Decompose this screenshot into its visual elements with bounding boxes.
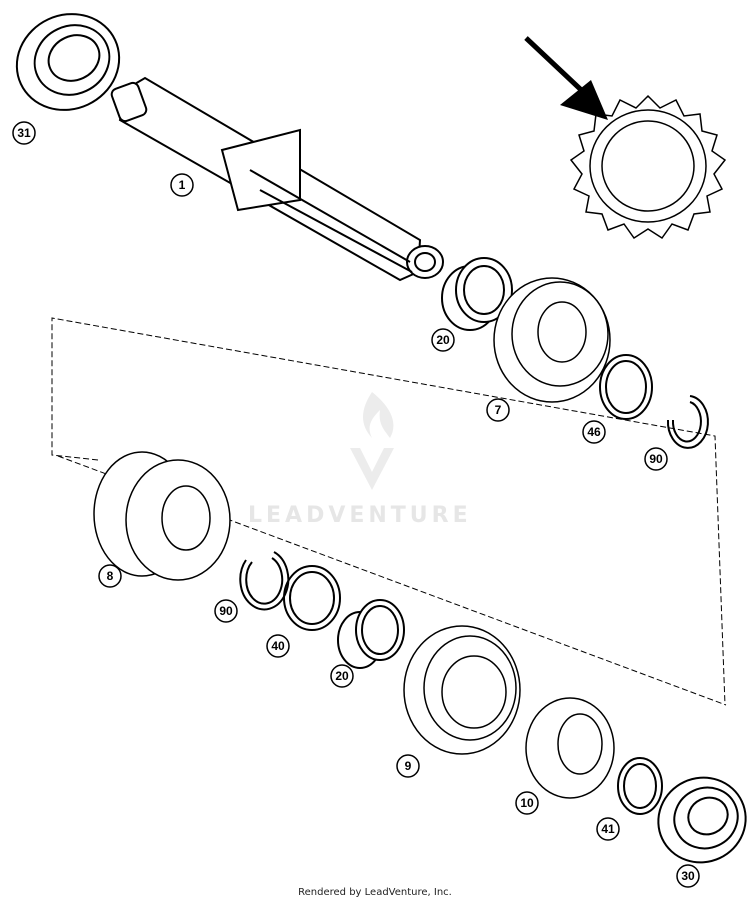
ring-part-41 (617, 757, 663, 815)
callout-30-label: 30 (681, 869, 695, 883)
callout-31-label: 31 (17, 126, 31, 140)
highlighted-gear (569, 94, 727, 240)
main-shaft-part-1 (110, 76, 444, 282)
callout-8: 8 (98, 564, 122, 588)
callout-31: 31 (12, 121, 36, 145)
callout-20-upper-label: 20 (436, 333, 450, 347)
callout-8-label: 8 (107, 569, 114, 583)
callout-7-label: 7 (495, 403, 502, 417)
callout-90-upper-label: 90 (649, 452, 663, 466)
watermark-v-icon (350, 448, 394, 490)
gear-part-9 (403, 625, 521, 755)
callout-1-label: 1 (179, 178, 186, 192)
footer-credit: Rendered by LeadVenture, Inc. (298, 887, 452, 898)
indicator-arrow (524, 36, 608, 120)
assembly-dashed-outline (51, 317, 726, 706)
watermark-text: LEADVENTURE (248, 503, 472, 528)
callout-30: 30 (676, 864, 700, 888)
callout-7: 7 (486, 398, 510, 422)
callout-40-label: 40 (271, 639, 285, 653)
circlip-part-90-upper (666, 395, 709, 449)
bearing-part-31 (15, 13, 121, 111)
ring-part-46 (599, 354, 653, 420)
callout-46-label: 46 (587, 425, 601, 439)
callout-90-upper: 90 (644, 447, 668, 471)
ring-part-40 (283, 565, 341, 631)
callout-10: 10 (515, 791, 539, 815)
callout-9: 9 (396, 754, 420, 778)
callout-41: 41 (596, 817, 620, 841)
callout-90-lower-label: 90 (219, 604, 233, 618)
watermark-flame-icon (363, 392, 394, 438)
sleeve-part-20-lower (337, 599, 405, 669)
callout-20-upper: 20 (431, 328, 455, 352)
callout-90-lower: 90 (214, 599, 238, 623)
gear-part-7 (493, 277, 611, 403)
watermark: LEADVENTURE (248, 392, 472, 528)
callout-40: 40 (266, 634, 290, 658)
callout-20-lower-label: 20 (335, 669, 349, 683)
circlip-part-90-lower (239, 551, 290, 611)
callout-46: 46 (582, 420, 606, 444)
callout-10-label: 10 (520, 796, 534, 810)
gear-part-10 (525, 697, 615, 799)
sleeve-part-20-upper (441, 257, 513, 331)
callout-1: 1 (170, 173, 194, 197)
gear-cluster-part-8 (93, 451, 231, 581)
callout-9-label: 9 (405, 759, 412, 773)
callout-41-label: 41 (601, 822, 615, 836)
bearing-part-30 (657, 776, 747, 864)
callout-20-lower: 20 (330, 664, 354, 688)
